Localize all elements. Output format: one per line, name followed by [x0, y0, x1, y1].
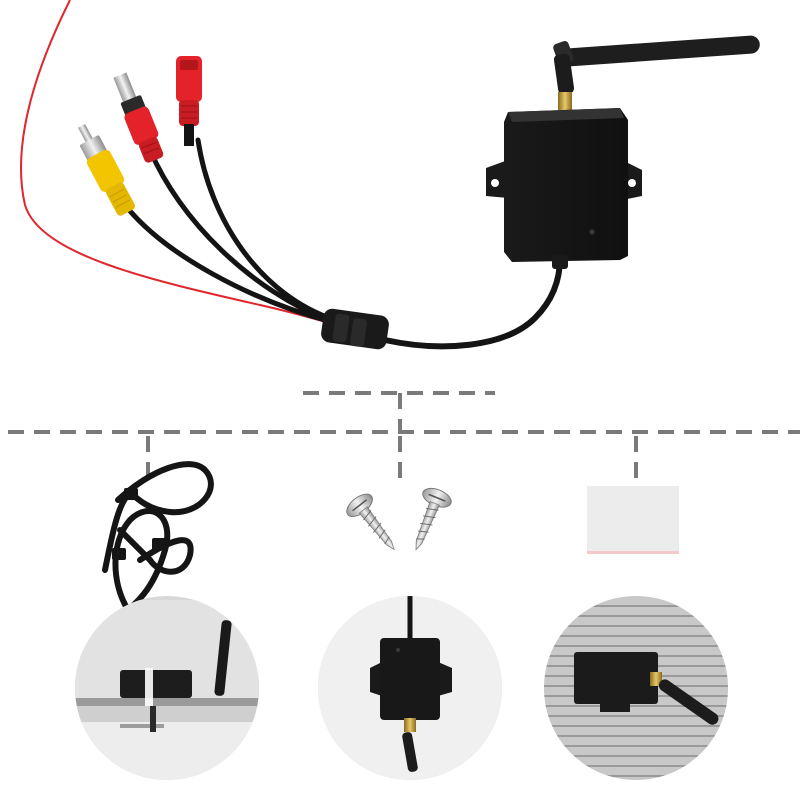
red-power-wire	[20, 0, 341, 327]
cable-tie-heads	[112, 488, 166, 560]
install-view-edge-mount	[75, 596, 259, 780]
install-view-module-closeup	[318, 596, 502, 780]
screw-right	[415, 487, 452, 551]
cable-ties	[102, 461, 214, 613]
cable-splitter	[321, 308, 389, 350]
rca-video-connector	[77, 123, 135, 216]
antenna	[553, 35, 760, 110]
dc-male-connector	[113, 72, 164, 163]
dc-female-connector	[176, 56, 202, 146]
adhesive-pad	[587, 486, 679, 554]
cable-harness	[122, 137, 563, 350]
transmitter-module	[486, 108, 642, 269]
screw-left	[346, 493, 395, 551]
install-view-ribbed-surface	[544, 596, 728, 780]
dashed-connector-lines	[8, 391, 800, 480]
